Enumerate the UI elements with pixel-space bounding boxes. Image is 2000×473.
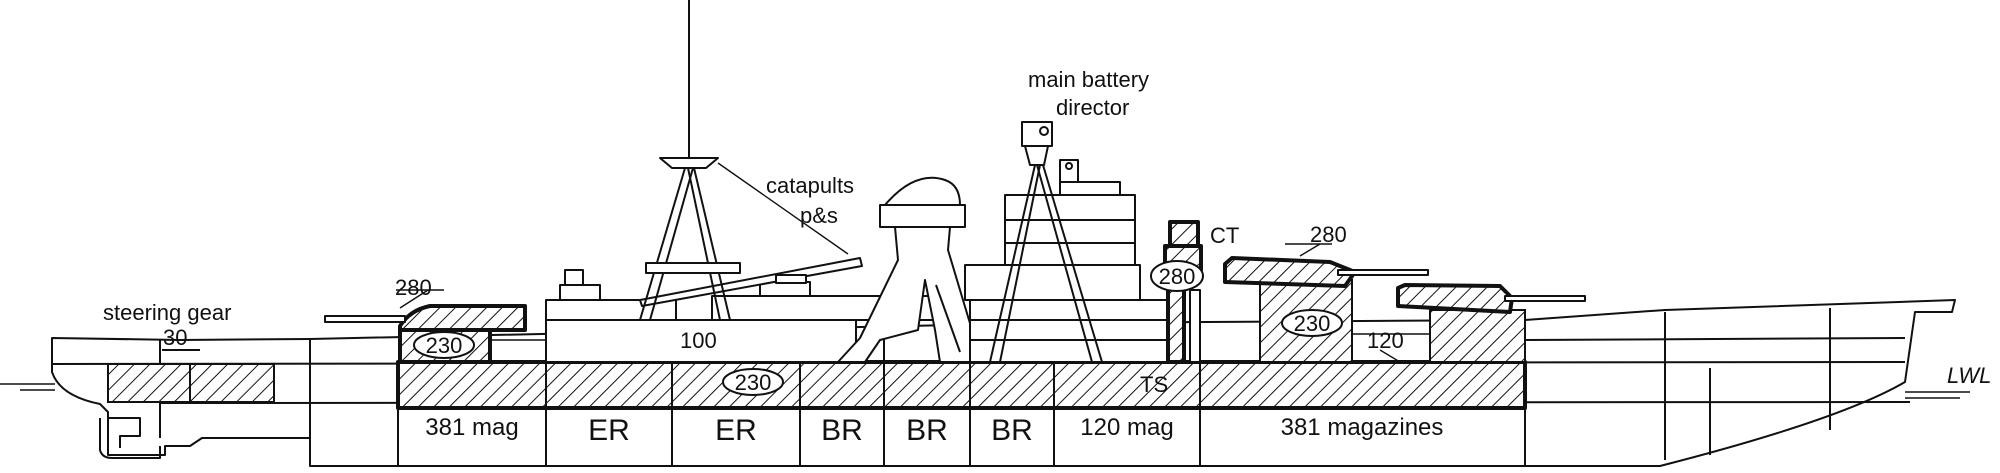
fwd-barbette-oval	[1281, 309, 1343, 337]
label-catapults-1: catapults	[766, 173, 854, 198]
label-steering-gear: steering gear	[103, 300, 231, 325]
label-ts: TS	[1140, 372, 1168, 397]
compartment-label: BR	[821, 414, 863, 447]
forward-turret-a	[1352, 283, 1586, 363]
compartment-labels: 381 mag ER ER BR BR BR 120 mag 381 magaz…	[425, 414, 1443, 447]
label-aft-turret-roof: 280	[395, 275, 432, 300]
label-waterline: LWL	[1947, 363, 1991, 388]
belt-main-oval	[722, 368, 784, 396]
label-director-1: main battery	[1028, 67, 1149, 92]
label-ct: CT	[1210, 223, 1239, 248]
label-ct-armor: 280	[1159, 264, 1196, 289]
label-belt-upper: 100	[680, 328, 717, 353]
compartment-label: ER	[715, 414, 757, 447]
compartment-label: 381 mag	[425, 414, 518, 441]
compartment-label: BR	[991, 414, 1033, 447]
label-fwd-turret-roof: 280	[1310, 222, 1347, 247]
label-belt-main: 230	[735, 370, 772, 395]
main-mast	[639, 0, 849, 321]
compartment-label: ER	[588, 414, 630, 447]
label-catapults-2: p&s	[800, 203, 838, 228]
diagram-labels: steering gear 30 280 230 100 230 catapul…	[103, 67, 1991, 397]
main-battery-director	[989, 121, 1103, 363]
steering-gear-armor	[107, 349, 275, 403]
conning-tower	[1150, 220, 1204, 364]
label-director-2: director	[1056, 95, 1129, 120]
aft-barbette-oval	[413, 331, 475, 359]
compartment-label: BR	[906, 414, 948, 447]
label-steering-armor: 30	[163, 325, 187, 350]
funnel	[837, 176, 981, 363]
aft-superstructure	[545, 257, 943, 363]
compartment-label: 120 mag	[1080, 414, 1173, 441]
bridge-superstructure	[964, 159, 1171, 363]
label-aft-barbette: 230	[426, 333, 463, 358]
label-fwd-deck: 120	[1367, 328, 1404, 353]
label-fwd-barbette: 230	[1294, 311, 1331, 336]
compartment-label: 381 magazines	[1281, 414, 1444, 441]
